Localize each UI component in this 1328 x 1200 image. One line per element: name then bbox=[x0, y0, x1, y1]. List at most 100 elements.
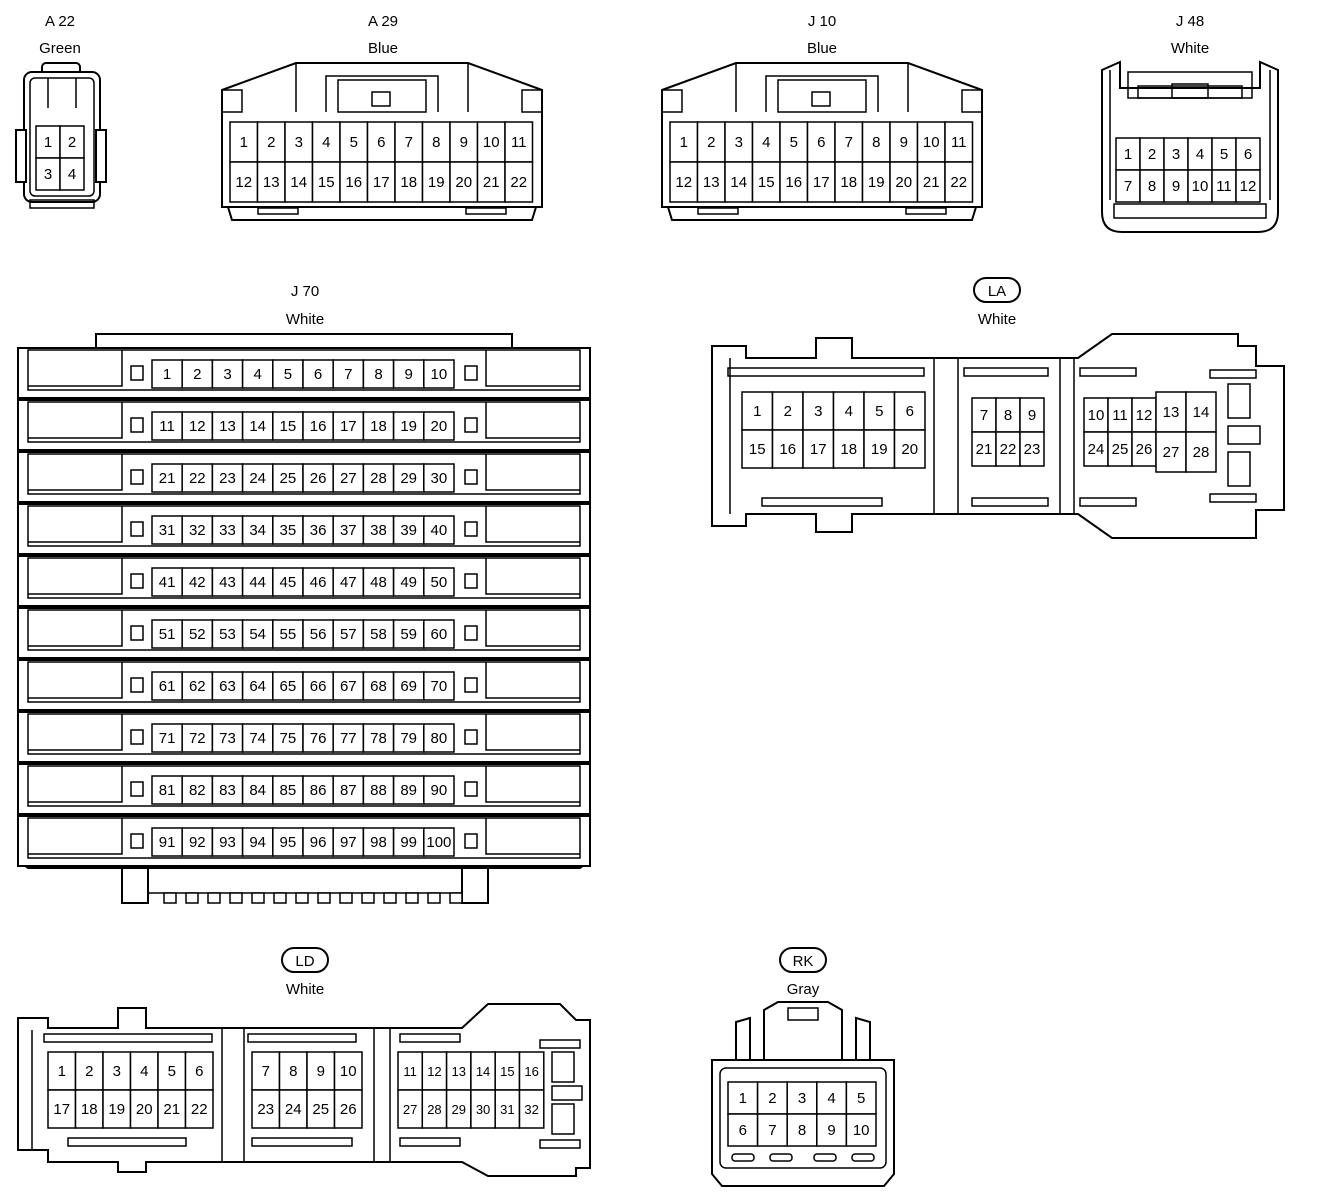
connector-j10-pin: 11 bbox=[944, 121, 974, 163]
connector-j48-pin: 1 bbox=[1115, 137, 1141, 171]
connector-ld-pin: 21 bbox=[157, 1089, 187, 1129]
connector-j70-pin: 17 bbox=[332, 411, 365, 441]
connector-j70-pin-label: 46 bbox=[310, 574, 327, 591]
connector-j10-pin-label: 14 bbox=[730, 174, 747, 191]
connector-j70-pin: 26 bbox=[302, 463, 334, 493]
connector-la-color: White bbox=[978, 311, 1016, 328]
connector-j70-pin: 38 bbox=[362, 515, 395, 545]
connector-j70-pin-label: 44 bbox=[249, 574, 266, 591]
connector-rk-pin-label: 2 bbox=[768, 1090, 776, 1107]
connector-j70-pin-label: 38 bbox=[370, 522, 387, 539]
connector-j70-pin-label: 15 bbox=[280, 418, 297, 435]
connector-ld-pin-label: 31 bbox=[500, 1102, 514, 1117]
connector-j70-pin: 72 bbox=[181, 723, 214, 753]
connector-j70-pin: 24 bbox=[241, 463, 274, 493]
connector-ld-pin: 2 bbox=[74, 1051, 104, 1091]
connector-j70-pin-label: 20 bbox=[431, 418, 448, 435]
connector-j70-pin: 90 bbox=[423, 775, 455, 805]
connector-a29-color: Blue bbox=[368, 40, 398, 57]
connector-j10-pin-label: 4 bbox=[762, 134, 770, 151]
connector-j10-pin-label: 6 bbox=[817, 134, 825, 151]
connector-rk-pin-label: 9 bbox=[827, 1122, 835, 1139]
connector-j10-pin-label: 5 bbox=[790, 134, 798, 151]
connector-a29-pin: 3 bbox=[284, 121, 314, 163]
connector-j70-pin: 7 bbox=[332, 359, 365, 389]
connector-j70-pin-label: 6 bbox=[314, 366, 322, 383]
connector-j70-pin: 43 bbox=[211, 567, 244, 597]
connector-j70-pin: 66 bbox=[302, 671, 334, 701]
connector-j70-pin-label: 67 bbox=[340, 678, 357, 695]
connector-j70-pin: 69 bbox=[392, 671, 425, 701]
connector-ld-pin-label: 12 bbox=[427, 1064, 441, 1079]
connector-j10-pin: 6 bbox=[806, 121, 836, 163]
connector-j70-pin: 35 bbox=[272, 515, 304, 545]
connector-a29-pin-label: 18 bbox=[400, 174, 417, 191]
connector-a22-pin-label: 2 bbox=[68, 134, 76, 151]
connector-j70-pin-label: 63 bbox=[219, 678, 236, 695]
connector-j48-pin: 2 bbox=[1139, 137, 1165, 171]
connector-j70-pin-label: 84 bbox=[249, 782, 266, 799]
connector-j70-pin-label: 29 bbox=[400, 470, 417, 487]
connector-j70-pin: 37 bbox=[332, 515, 365, 545]
connector-ld-pin-label: 19 bbox=[108, 1101, 125, 1118]
connector-j70-pin-label: 13 bbox=[219, 418, 236, 435]
connector-a29-pin-label: 14 bbox=[290, 174, 307, 191]
connector-la-pin: 9 bbox=[1019, 397, 1045, 433]
connector-a29-pin: 13 bbox=[256, 161, 286, 203]
connector-j70-pin: 54 bbox=[241, 619, 274, 649]
connector-j70-pin: 63 bbox=[211, 671, 244, 701]
connector-j70-pin-label: 10 bbox=[431, 366, 448, 383]
connector-j48-pin: 4 bbox=[1187, 137, 1213, 171]
connector-la-pin-label: 21 bbox=[976, 441, 993, 458]
connector-j10-pin: 5 bbox=[779, 121, 809, 163]
connector-a29-pin: 6 bbox=[366, 121, 396, 163]
connector-j70-pin-label: 99 bbox=[400, 834, 417, 851]
connector-la-pin-label: 15 bbox=[749, 441, 766, 458]
connector-a22-pin: 1 bbox=[35, 125, 61, 159]
connector-j70-pin: 39 bbox=[392, 515, 425, 545]
connector-ld-pin: 11 bbox=[397, 1051, 424, 1091]
connector-j70-pin-label: 32 bbox=[189, 522, 206, 539]
connector-j70-pin: 59 bbox=[392, 619, 425, 649]
connector-j70-pin-label: 14 bbox=[249, 418, 266, 435]
connector-j70-pin-label: 24 bbox=[249, 470, 266, 487]
connector-j70-pin-label: 43 bbox=[219, 574, 236, 591]
connector-j70-pin-label: 68 bbox=[370, 678, 387, 695]
connector-j70-pin: 47 bbox=[332, 567, 365, 597]
connector-a22-pin: 3 bbox=[35, 157, 61, 191]
connector-ld-pin-label: 4 bbox=[140, 1063, 148, 1080]
connector-ld-pin: 14 bbox=[470, 1051, 496, 1091]
connector-la-pin: 3 bbox=[802, 391, 835, 431]
connector-a29-pin: 5 bbox=[339, 121, 369, 163]
connector-la-pin: 16 bbox=[771, 429, 804, 469]
connector-j70-code: J 70 bbox=[291, 283, 319, 300]
connector-a22-color: Green bbox=[39, 40, 81, 57]
connector-j70-pin: 42 bbox=[181, 567, 214, 597]
connector-a29-pin-label: 8 bbox=[432, 134, 440, 151]
connector-j70-pin-label: 7 bbox=[344, 366, 352, 383]
connector-j10-pin-label: 22 bbox=[950, 174, 967, 191]
connector-la-pin-label: 3 bbox=[814, 403, 822, 420]
connector-la-pin: 1 bbox=[741, 391, 774, 431]
connector-j70-pin: 14 bbox=[241, 411, 274, 441]
connector-j70-pin-label: 5 bbox=[284, 366, 292, 383]
connector-j70-pin: 67 bbox=[332, 671, 365, 701]
connector-j70-pin: 88 bbox=[362, 775, 395, 805]
connector-la-pin-label: 1 bbox=[753, 403, 761, 420]
connector-a29-pin: 22 bbox=[504, 161, 534, 203]
connector-a29-pin: 14 bbox=[284, 161, 314, 203]
connector-la-pin-label: 14 bbox=[1193, 404, 1210, 421]
connector-la-pin: 18 bbox=[832, 429, 865, 469]
connector-rk-pin-label: 8 bbox=[798, 1122, 806, 1139]
connector-ld-pin-label: 8 bbox=[289, 1063, 297, 1080]
connector-a22-pin-label: 3 bbox=[44, 166, 52, 183]
connector-la-pin-label: 9 bbox=[1028, 407, 1036, 424]
connector-j70-pin: 97 bbox=[332, 827, 365, 857]
connector-la-pin-label: 2 bbox=[784, 403, 792, 420]
connector-ld-pin: 4 bbox=[129, 1051, 159, 1091]
connector-j70-pin: 76 bbox=[302, 723, 334, 753]
connector-j10-pin: 12 bbox=[669, 161, 699, 203]
